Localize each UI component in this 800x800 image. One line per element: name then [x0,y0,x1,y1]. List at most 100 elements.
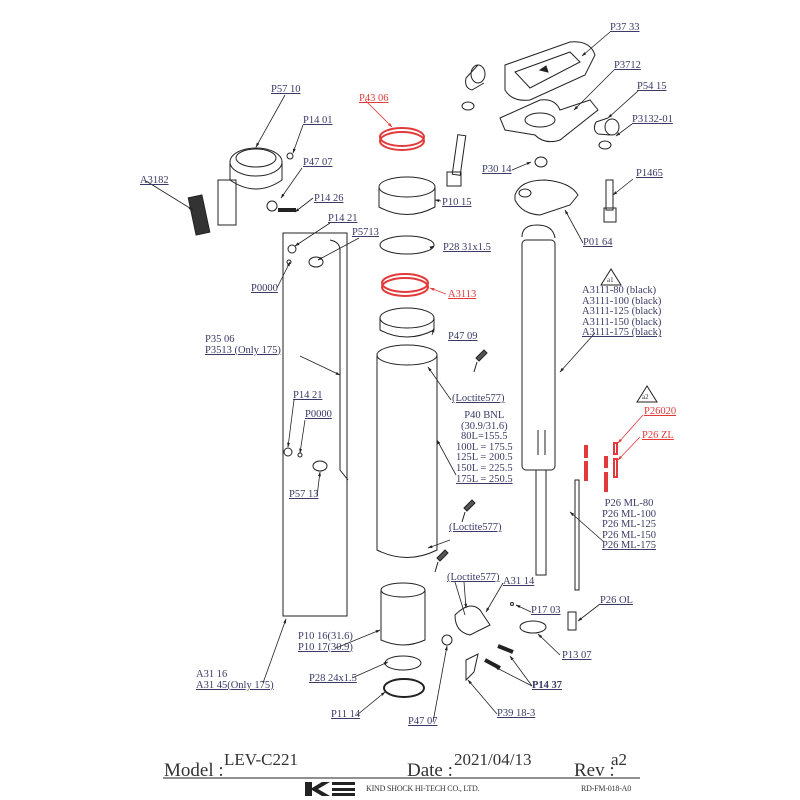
lower-sleeve [380,582,426,646]
label-p40-name: P40 BNL [464,410,505,421]
label-p40-100l: 100L = 175.5 [456,441,513,453]
label-a3111-100: A3111-100 (black) [582,295,662,307]
red-pin-4 [604,472,608,492]
o-ring-p2831 [379,235,435,255]
label-a3145: A31 45(Only 175) [196,679,274,691]
seal-p4306 [379,127,425,147]
barrel-p5713 [308,256,324,268]
label-a3111-175: A3111-175 (black) [582,327,662,339]
barrel-nut-right [593,117,620,136]
bushing-p4709 [379,307,435,338]
nut-p3014 [534,156,548,168]
label-p0164: P01 64 [583,237,613,248]
label-p4707-top: P47 07 [303,157,333,168]
label-p26ml-80: P26 ML-80 [604,498,654,509]
label-loctite-1: (Loctite577) [452,393,505,404]
label-p3733: P37 33 [610,22,640,33]
label-p3513: P3513 (Only 175) [205,344,281,356]
footer-model-label: Model : [164,760,224,781]
label-p1426: P14 26 [314,193,344,204]
cable-end-p1421 [287,244,297,254]
washer-p1307 [519,620,547,634]
o-ring-p2824 [384,655,422,671]
label-a3182: A3182 [140,175,169,186]
barrel-p5713-lower [312,460,328,472]
footer-rev-label: Rev : [574,760,615,781]
label-p1307: P13 07 [562,650,592,661]
label-p1465: P1465 [636,168,663,179]
label-p26ol: P26 OL [600,595,633,606]
label-a3113: A3113 [448,289,477,300]
revision-badge-a2 [636,385,658,403]
stanchion-tube [521,224,556,576]
label-p2824: P28 24x1.5 [309,673,357,684]
bolt-p1465 [603,179,617,223]
label-p40-80l: 80L=155.5 [461,431,508,443]
loctite-tube-3 [434,549,449,573]
screw-p1401 [286,152,294,160]
footer-date-label: Date : [407,760,453,781]
p10-label-group: P10 16(31.6) P10 17(30.9) [298,631,353,653]
label-p3506: P35 06 [205,334,235,345]
bolt-top [446,134,467,187]
label-a3111-125: A3111-125 (black) [582,306,662,318]
label-p26zl: P26 ZL [642,430,674,441]
label-p0000-top: P0000 [251,283,278,294]
label-a3111-80: A3111-80 (black) [582,285,657,296]
label-p1017: P10 17(30.9) [298,641,353,653]
saddle-clamp-top-part [504,41,596,101]
label-p3712: P3712 [614,60,641,71]
label-p4306: P43 06 [359,93,389,104]
label-p3014: P30 14 [482,164,512,175]
red-pin-6 [613,458,618,478]
p40-label-group: P40 BNL (30.9/31.6) 80L=155.5 100L = 175… [456,410,513,485]
barrel-nut-left [465,64,486,91]
label-p26ml-150: P26 ML-150 [602,529,656,541]
cable-end-lower [283,447,293,457]
seal-a3113 [381,273,429,293]
label-p0000-bottom: P0000 [305,409,332,420]
p26ml-label-group: P26 ML-80 P26 ML-100 P26 ML-125 P26 ML-1… [602,498,656,552]
footer-company: KIND SHOCK HI-TECH CO., LTD. [366,784,480,793]
a3111-label-group: A3111-80 (black) A3111-100 (black) A3111… [582,285,662,339]
label-p1421-top: P14 21 [328,213,358,224]
seat-head-clamp [514,179,579,216]
label-p4707-bottom: P47 07 [408,716,438,727]
stopper-p26ol [567,611,577,631]
loctite-tube-2 [461,499,476,523]
label-p5415: P54 15 [637,81,667,92]
pin-p1437-b [497,644,514,654]
revision-badge-a1 [600,268,622,286]
bushing-p4707-bottom [441,634,453,646]
a31-label-group: A31 16 A31 45(Only 175) [196,669,274,691]
arm-p3918 [465,653,479,682]
red-pin-5 [613,442,618,455]
cable-label-group: P35 06 P3513 (Only 175) [205,334,281,356]
ball-p1703 [510,602,514,606]
badge-a2-text: a2 [642,393,649,401]
loctite-tube-1 [473,349,488,373]
remote-lever-housing [217,147,283,226]
bushing-p1114 [383,678,425,698]
set-screw-lower [297,452,303,458]
pin-p1437-a [484,658,501,670]
red-pin-1 [584,445,588,458]
actuator-a3114 [454,605,491,636]
footer-model-value: LEV-C221 [224,750,298,769]
label-p313201: P3132-01 [632,114,673,125]
red-pin-3 [604,456,608,468]
rod-p26ml [574,479,580,591]
outer-tube [376,344,438,558]
label-p5713: P5713 [352,227,379,238]
bushing-p4707-top [266,200,278,212]
saddle-clamp-bottom-part [499,99,599,143]
label-p1703: P17 03 [531,605,561,616]
label-p1114: P11 14 [331,709,361,720]
label-p1401: P14 01 [303,115,333,126]
label-p26ml-175: P26 ML-175 [602,540,656,552]
label-p40-175l: 175L = 250.5 [456,473,513,485]
washer-right [598,140,612,150]
footer-rev-value: a2 [611,750,628,769]
